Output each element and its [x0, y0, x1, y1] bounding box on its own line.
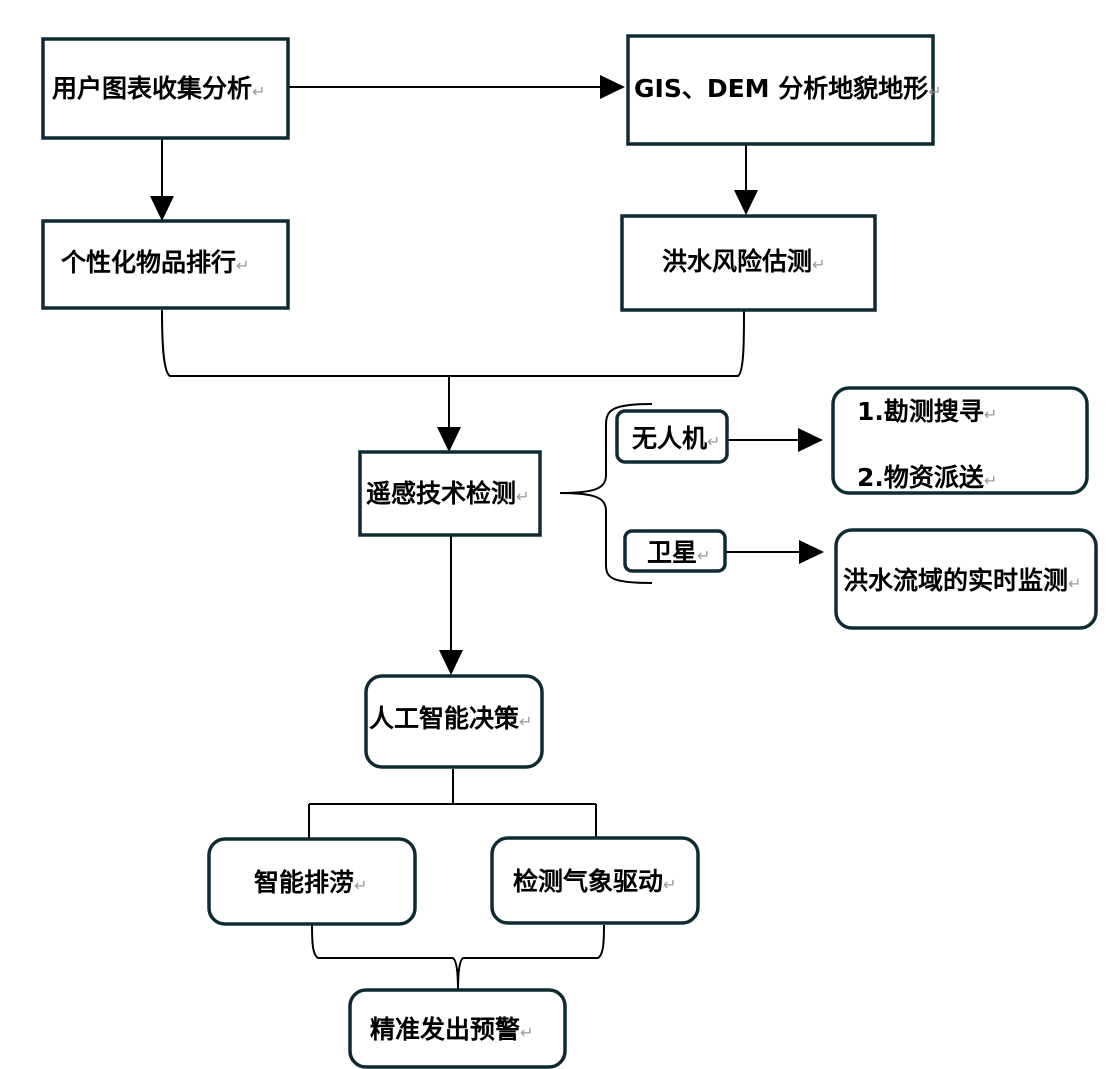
node-early-warning: 精准发出预警↵ [348, 988, 567, 1069]
node-satellite-task-label: 洪水流域的实时监测↵ [843, 566, 1081, 595]
node-drone: 无人机↵ [615, 409, 729, 464]
arrowhead-icon [734, 190, 758, 215]
arrowhead-icon [439, 650, 463, 675]
node-drone-label: 无人机↵ [632, 424, 720, 453]
node-satellite-label: 卫星↵ [647, 538, 710, 567]
split-connector [308, 769, 597, 838]
node-ai-decision: 人工智能决策↵ [364, 674, 544, 769]
connector-to-remote-sensing [437, 377, 461, 452]
node-ai-decision-label: 人工智能决策↵ [369, 704, 532, 733]
connector-gis-to-flood-risk [734, 144, 758, 215]
arrowhead-icon [799, 540, 824, 564]
connector-remote-to-ai [439, 536, 463, 675]
arrowhead-icon [150, 196, 174, 221]
arrowhead-icon [798, 428, 823, 452]
node-satellite: 卫星↵ [623, 529, 727, 573]
node-drone-tasks: 1.勘测搜寻↵ 2.物资派送↵ [831, 386, 1089, 495]
node-user-chart: 用户图表收集分析↵ [41, 37, 290, 140]
node-user-chart-label: 用户图表收集分析↵ [52, 74, 265, 103]
node-early-warning-label: 精准发出预警↵ [370, 1015, 533, 1044]
merge-bracket-top [161, 309, 745, 377]
merge-bracket-bottom [311, 924, 605, 991]
connector-drone-to-tasks [727, 428, 823, 452]
arrowhead-icon [437, 427, 461, 452]
node-flood-risk: 洪水风险估测↵ [620, 214, 877, 312]
node-item-ranking-label: 个性化物品排行↵ [61, 248, 249, 277]
node-remote-sensing: 遥感技术检测↵ [358, 450, 542, 537]
node-drone-task-1-label: 1.勘测搜寻↵ [857, 397, 997, 426]
connector-satellite-to-monitoring [725, 540, 824, 564]
curly-brace [559, 403, 653, 584]
node-smart-drainage-label: 智能排涝↵ [254, 868, 367, 897]
node-remote-sensing-label: 遥感技术检测↵ [366, 479, 529, 508]
node-flood-risk-label: 洪水风险估测↵ [662, 247, 825, 276]
node-gis-dem: GIS、DEM 分析地貌地形↵ [626, 34, 942, 146]
node-satellite-task: 洪水流域的实时监测↵ [834, 528, 1098, 630]
node-item-ranking: 个性化物品排行↵ [41, 219, 290, 310]
connector-user-to-ranking [150, 138, 174, 221]
node-smart-drainage: 智能排涝↵ [207, 837, 417, 926]
node-gis-dem-label: GIS、DEM 分析地貌地形↵ [634, 74, 942, 103]
node-weather-driven: 检测气象驱动↵ [490, 836, 700, 925]
arrowhead-icon [600, 75, 625, 99]
node-drone-task-2-label: 2.物资派送↵ [857, 463, 997, 492]
connector-user-to-gis [288, 75, 625, 99]
node-weather-driven-label: 检测气象驱动↵ [513, 867, 676, 896]
